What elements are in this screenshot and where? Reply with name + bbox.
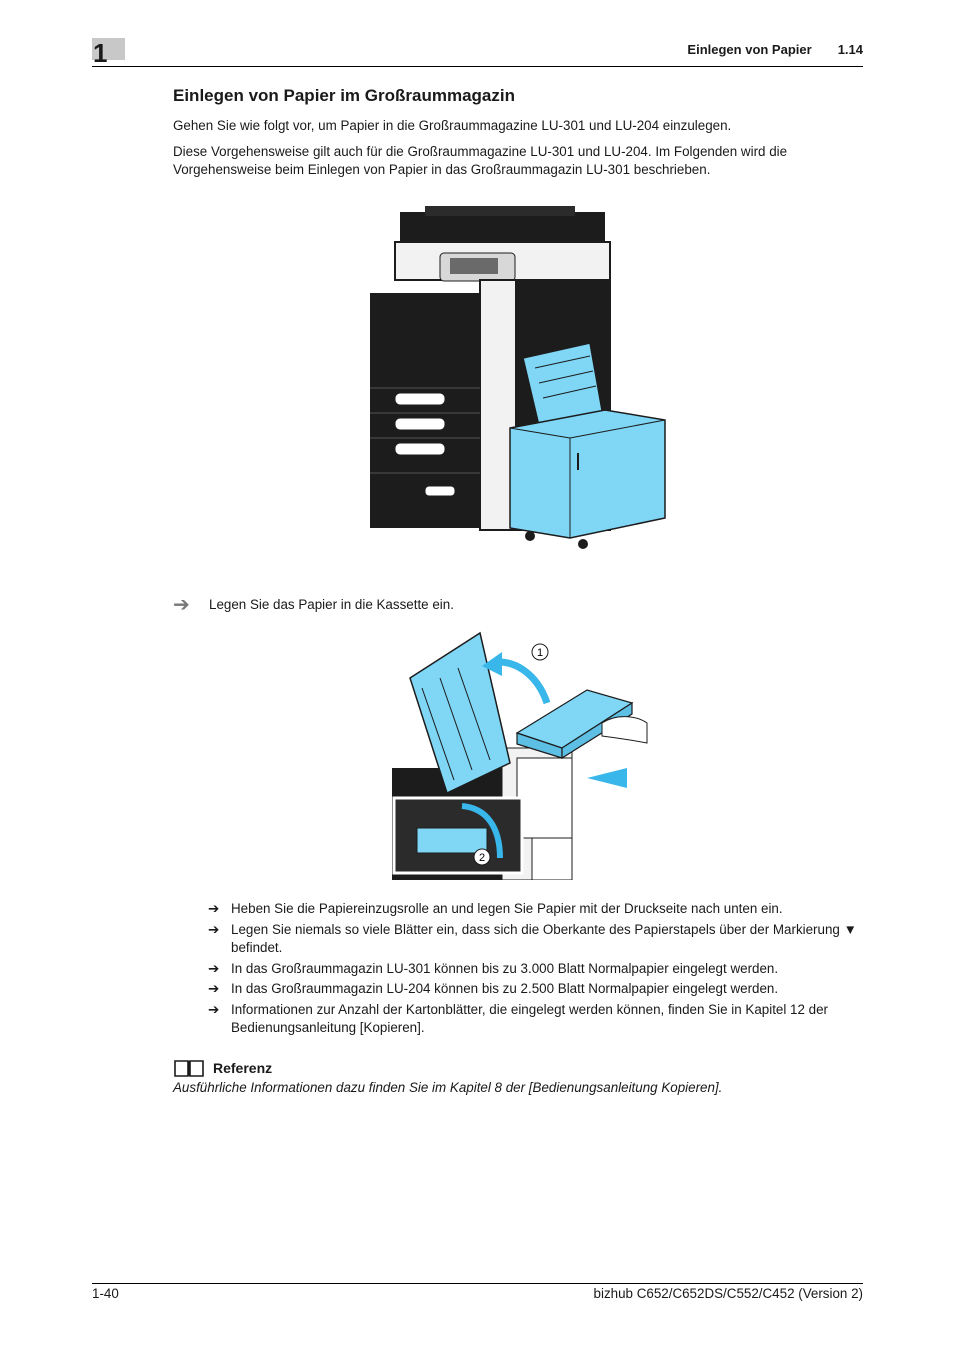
bullet-arrow-icon: ➔ <box>208 960 220 976</box>
page-number: 1-40 <box>92 1286 119 1301</box>
reference-text: Ausführliche Informationen dazu finden S… <box>173 1080 723 1095</box>
header-divider <box>92 66 863 67</box>
instruction-bullets: ➔Heben Sie die Papiereinzugsrolle an und… <box>208 900 868 1040</box>
book-icon <box>174 1060 204 1077</box>
step-text: Legen Sie das Papier in die Kassette ein… <box>209 597 454 612</box>
list-item: ➔Heben Sie die Papiereinzugsrolle an und… <box>208 900 868 919</box>
reference-heading: Referenz <box>173 1058 272 1078</box>
callout-2: 2 <box>479 852 485 864</box>
list-item: ➔Legen Sie niemals so viele Blätter ein,… <box>208 921 868 958</box>
product-name: bizhub C652/C652DS/C552/C452 (Version 2) <box>593 1286 863 1301</box>
bullet-arrow-icon: ➔ <box>208 901 220 916</box>
intro-paragraph: Gehen Sie wie folgt vor, um Papier in di… <box>173 118 732 133</box>
list-item: ➔Informationen zur Anzahl der Kartonblät… <box>208 1001 868 1038</box>
instruction-step: ➔ Legen Sie das Papier in die Kassette e… <box>173 592 454 617</box>
list-item: ➔In das Großraummagazin LU-204 können bi… <box>208 980 868 999</box>
footer-divider <box>92 1283 863 1284</box>
running-header: Einlegen von Papier 1.14 <box>687 42 863 57</box>
copier-illustration <box>370 206 666 549</box>
chapter-number: 1 <box>93 38 108 68</box>
bullet-arrow-icon: ➔ <box>208 921 220 937</box>
callout-1: 1 <box>537 647 543 659</box>
paper-loading-illustration: 1 2 <box>392 631 648 880</box>
description-paragraph: Diese Vorgehensweise gilt auch für die G… <box>173 144 788 177</box>
section-title: Einlegen von Papier <box>687 42 812 57</box>
step-arrow-icon: ➔ <box>173 594 190 616</box>
bullet-arrow-icon: ➔ <box>208 1001 220 1017</box>
list-item: ➔In das Großraummagazin LU-301 können bi… <box>208 960 868 979</box>
page-title: Einlegen von Papier im Großraummagazin <box>173 86 515 105</box>
section-number: 1.14 <box>837 42 863 57</box>
reference-label: Referenz <box>213 1060 273 1076</box>
bullet-arrow-icon: ➔ <box>208 981 220 996</box>
chapter-tab <box>92 38 125 60</box>
